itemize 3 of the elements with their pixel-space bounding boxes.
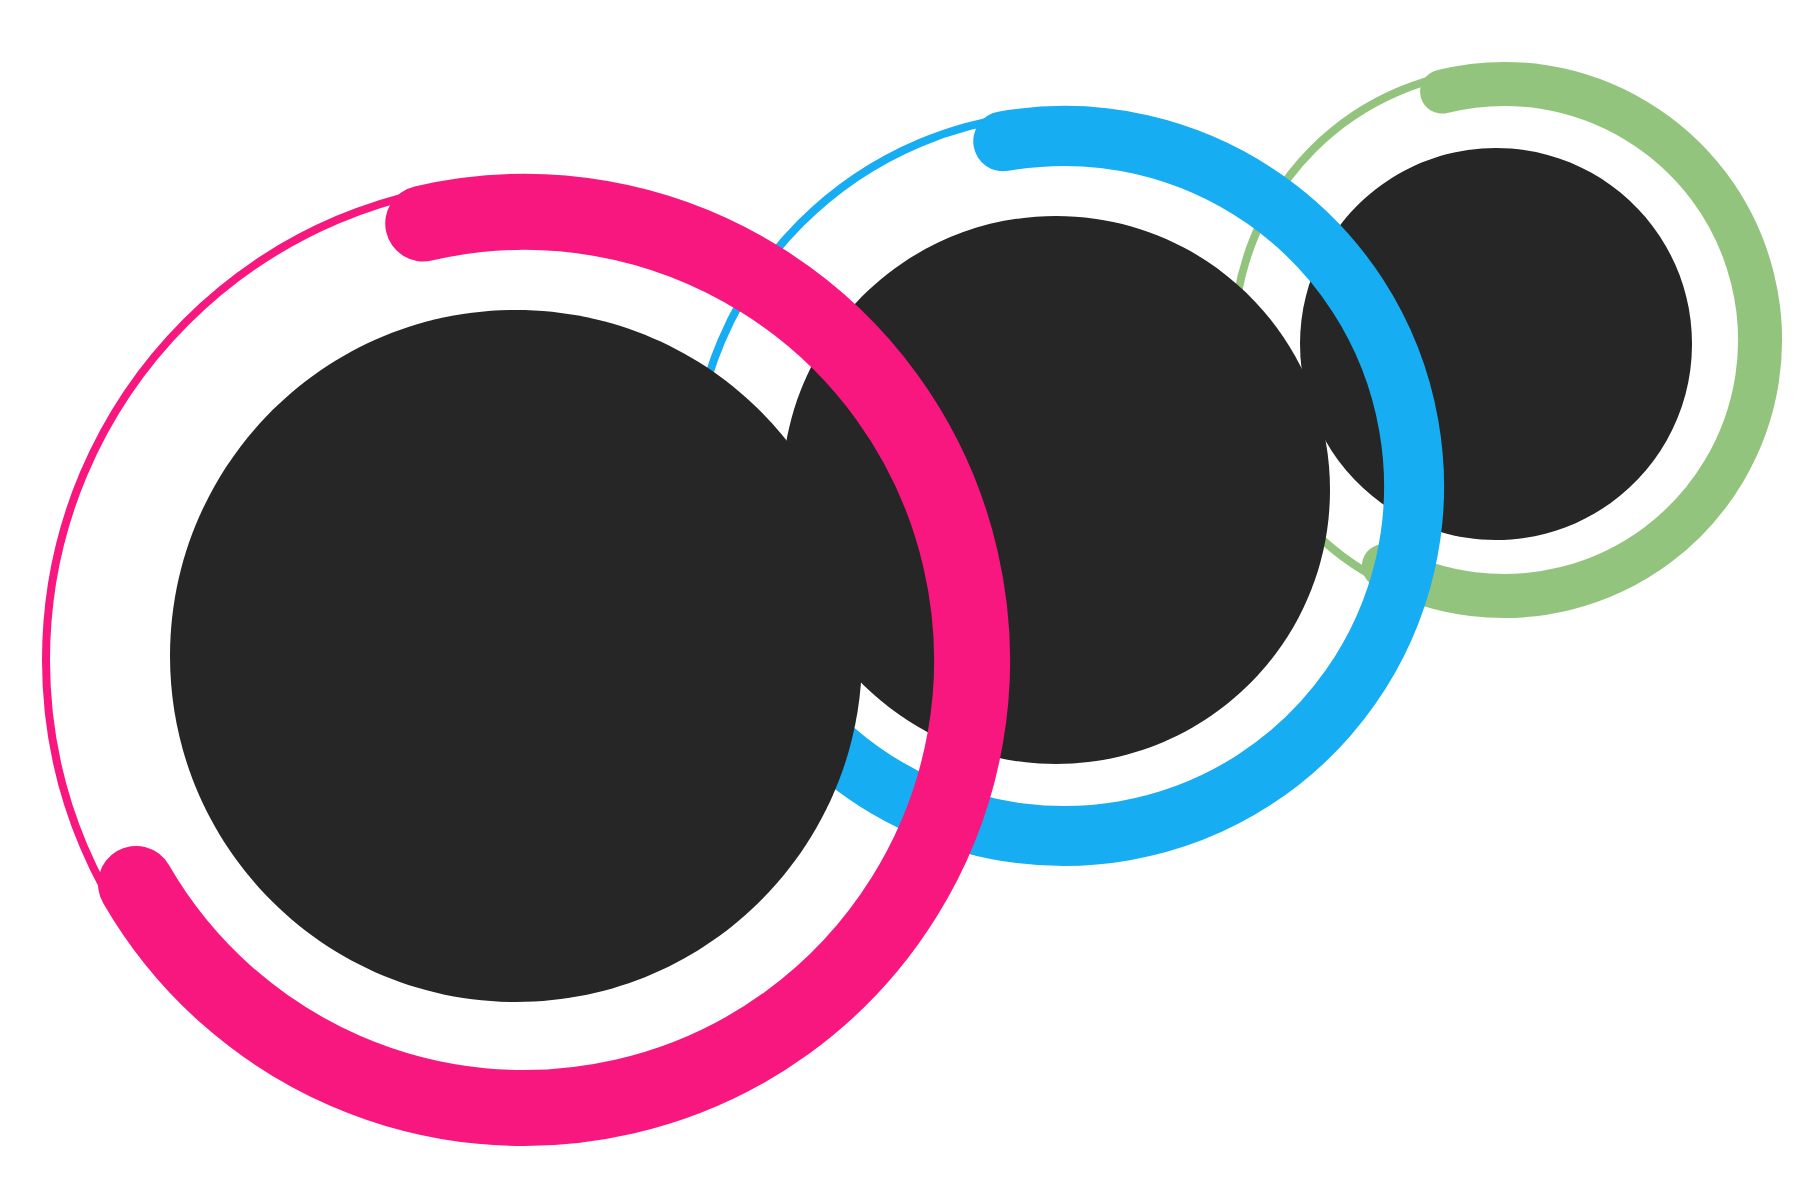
dark-circle (170, 310, 862, 1002)
dark-circle (782, 216, 1330, 764)
dark-circle (1300, 148, 1692, 540)
